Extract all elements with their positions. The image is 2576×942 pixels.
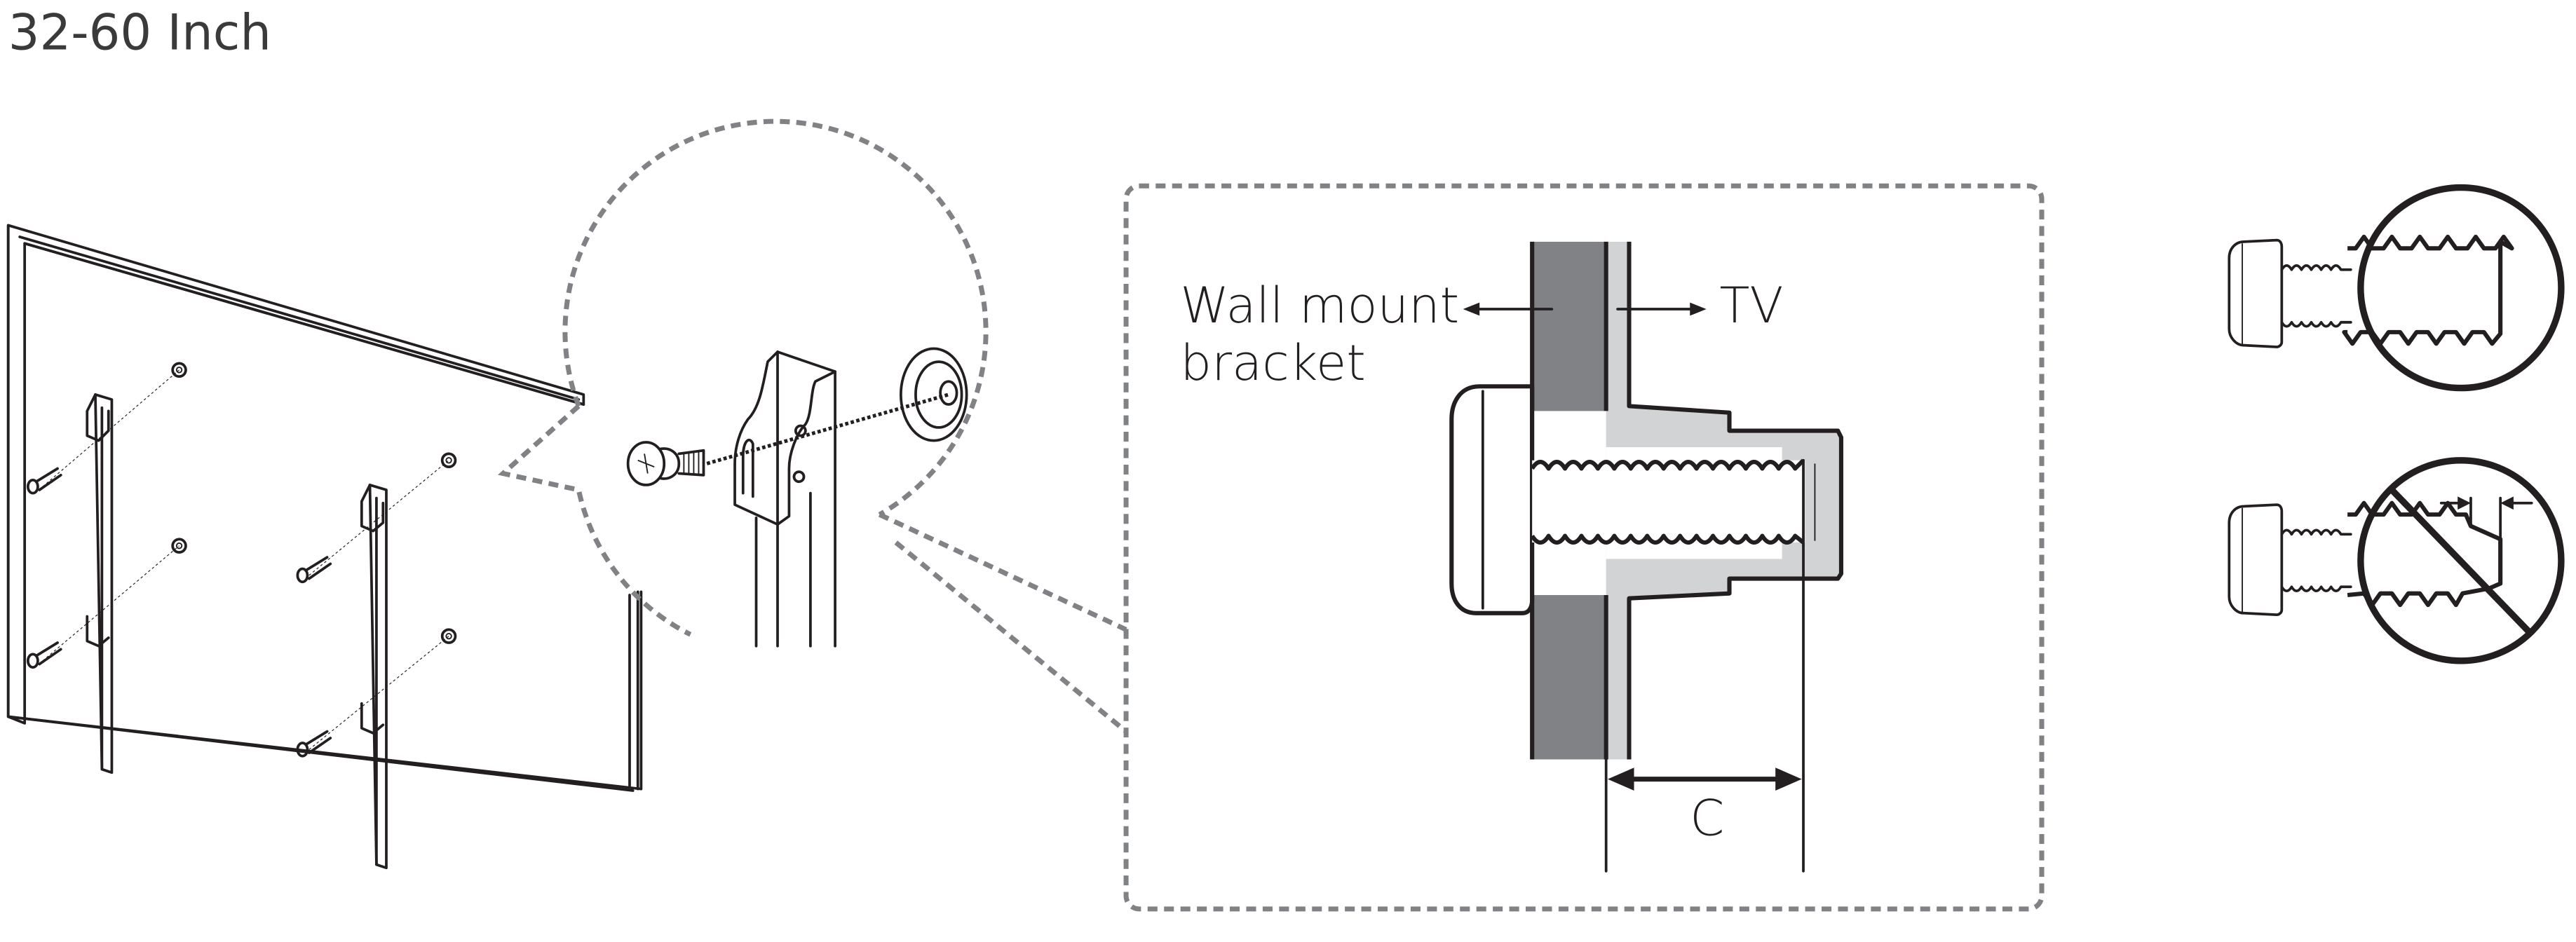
screw-icon: [26, 467, 62, 495]
screw-guide-lines: [42, 369, 449, 750]
screw-icon: [296, 556, 332, 584]
label-dimension-c: C: [1690, 789, 1724, 847]
screws-small: [26, 467, 332, 758]
mount-hole-icon: [171, 362, 187, 378]
mount-hole-icon: [440, 452, 457, 469]
alignment-dotted-line: [706, 392, 949, 465]
screw-icon: [296, 730, 332, 758]
page-title: 32-60 Inch: [8, 4, 271, 62]
mount-hole-icon: [440, 628, 457, 644]
wall-mount-bracket-right: [360, 484, 388, 870]
magnified-bracket: [733, 350, 836, 648]
magnified-detail-callout: [497, 118, 1128, 734]
cross-section-callout-box: [1123, 183, 2045, 912]
screw-incorrect-illustration: [2228, 457, 2565, 664]
wall-mount-bracket-left: [86, 393, 114, 774]
label-tv: TV: [1719, 277, 1783, 334]
magnified-screw: [626, 441, 705, 486]
screw-icon: [26, 641, 62, 669]
tv-mount-holes: [171, 362, 457, 644]
prohibited-slash-icon: [2389, 487, 2535, 637]
screw-head: [1449, 384, 1535, 615]
cross-section: [1449, 241, 1844, 873]
mount-hole-icon: [171, 538, 187, 554]
magnifier-circle-icon: [2357, 184, 2565, 392]
prohibited-circle-icon: [2357, 457, 2565, 664]
label-wall-mount-line1: Wall mount: [1180, 277, 1459, 334]
screw-correct-illustration: [2228, 184, 2565, 392]
label-wall-mount-line2: bracket: [1180, 334, 1365, 392]
magnified-mount-hole: [899, 347, 968, 442]
